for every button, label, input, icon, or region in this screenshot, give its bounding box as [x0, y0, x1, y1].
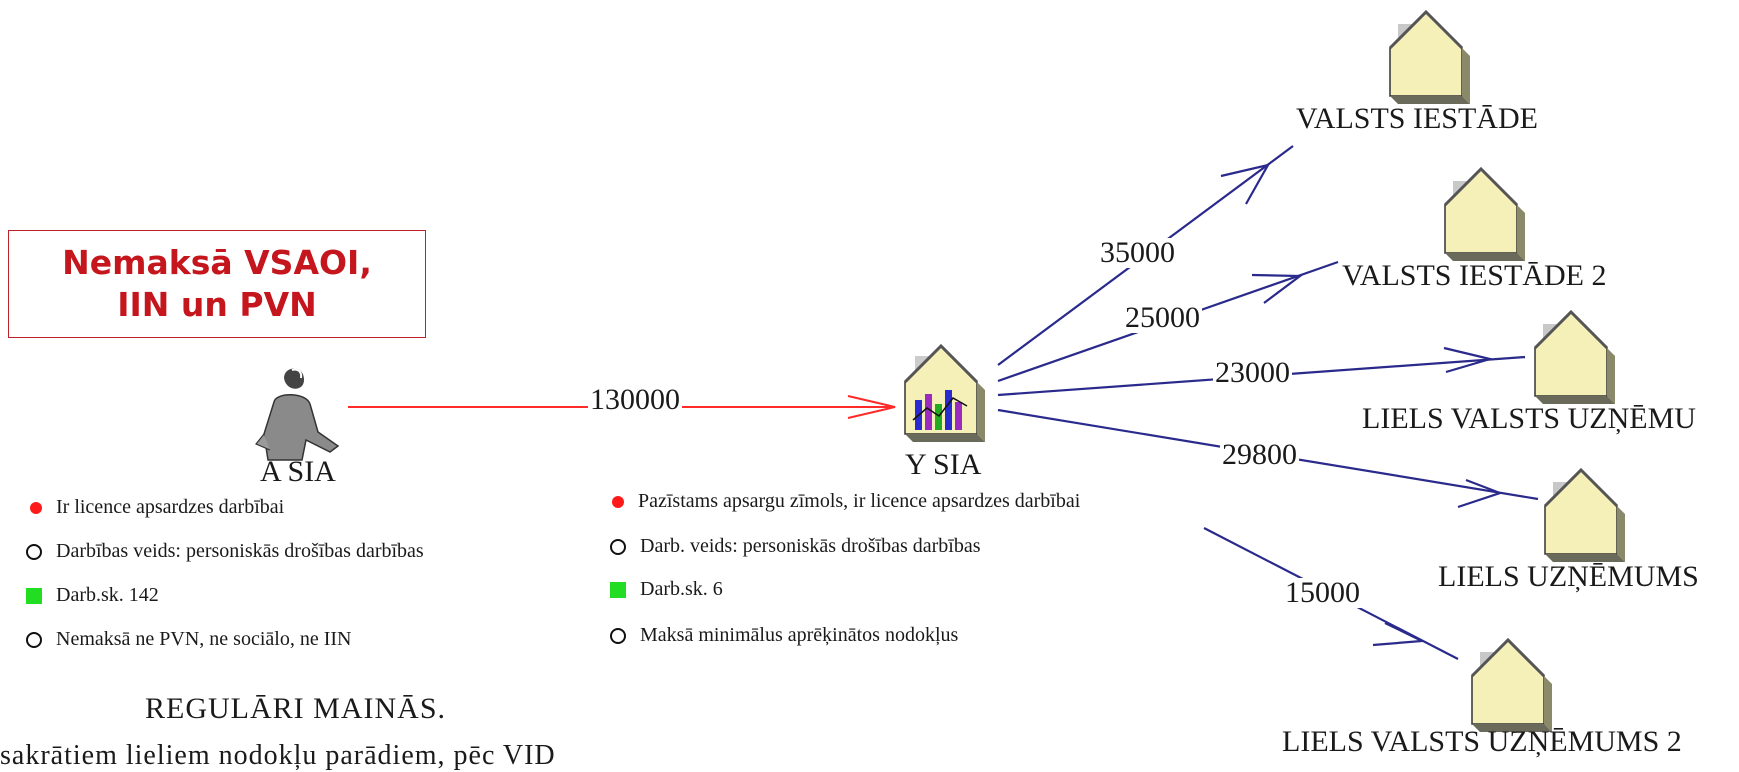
flow-amount-valsts-iestade-2: 25000 [1123, 301, 1202, 334]
y-sia-attribute: Darb. veids: personiskās drošības darbīb… [610, 535, 981, 558]
node-label-a-sia: A SIA [260, 455, 336, 488]
node-label-liels-uznemums: LIELS UZŅĒMUMS [1438, 560, 1699, 593]
attribute-text: Nemaksā ne PVN, ne sociālo, ne IIN [56, 628, 352, 650]
attribute-text: Darbības veids: personiskās drošības dar… [56, 540, 424, 562]
attribute-text: Darb.sk. 142 [56, 584, 159, 606]
person-icon [255, 368, 340, 461]
circle-icon [610, 538, 626, 555]
flow-amount-valsts-iestade: 35000 [1098, 236, 1177, 269]
attribute-text: Pazīstams apsargu zīmols, ir licence aps… [638, 490, 1081, 512]
footer-subtitle: sakrātiem lieliem nodokļu parādiem, pēc … [0, 740, 556, 771]
y-sia-attribute: Darb.sk. 6 [610, 578, 723, 601]
circle-icon [610, 627, 626, 644]
house-icon-liels-valsts-uznemums-2 [1470, 638, 1554, 734]
green-square-icon [26, 587, 42, 604]
node-label-y-sia: Y SIA [905, 448, 982, 481]
red-dot-icon [30, 501, 42, 514]
circle-icon [26, 631, 42, 648]
attribute-text: Darb.sk. 6 [640, 578, 723, 600]
callout-line-1: Nemaksā VSAOI, [62, 243, 372, 282]
company-building-icon [903, 343, 985, 442]
node-label-liels-valsts-uznemums: LIELS VALSTS UZŅĒMU [1362, 402, 1696, 435]
house-icon-valsts-iestade-2 [1443, 167, 1527, 263]
y-sia-attribute: Maksā minimālus aprēķinātos nodokļus [610, 624, 958, 647]
flow-amount-liels-valsts-uznemums: 23000 [1213, 356, 1292, 389]
red-dot-icon [612, 495, 624, 508]
house-icon-valsts-iestade [1388, 10, 1472, 106]
a-sia-attribute: Ir licence apsardzes darbībai [30, 496, 284, 519]
a-sia-attribute: Nemaksā ne PVN, ne sociālo, ne IIN [26, 628, 351, 651]
node-label-liels-valsts-uznemums-2: LIELS VALSTS UZŅĒMUMS 2 [1282, 725, 1682, 758]
circle-icon [26, 543, 42, 560]
attribute-text: Darb. veids: personiskās drošības darbīb… [640, 535, 981, 557]
flow-amount-a-to-y: 130000 [588, 383, 682, 416]
node-label-valsts-iestade: VALSTS IESTĀDE [1296, 102, 1538, 135]
node-label-valsts-iestade-2: VALSTS IESTĀDE 2 [1342, 259, 1607, 292]
footer-title: REGULĀRI MAINĀS. [145, 692, 446, 725]
flow-amount-liels-valsts-uznemums-2: 15000 [1283, 576, 1362, 609]
green-square-icon [610, 581, 626, 598]
callout-line-2: IIN un PVN [117, 285, 317, 324]
attribute-text: Maksā minimālus aprēķinātos nodokļus [640, 624, 959, 646]
warning-callout: Nemaksā VSAOI, IIN un PVN [8, 230, 426, 338]
house-icon-liels-uznemums [1543, 468, 1627, 564]
house-icon-liels-valsts-uznemums [1533, 310, 1617, 406]
a-sia-attribute: Darb.sk. 142 [26, 584, 159, 607]
a-sia-attribute: Darbības veids: personiskās drošības dar… [26, 540, 424, 563]
y-sia-attribute: Pazīstams apsargu zīmols, ir licence aps… [612, 490, 1080, 513]
flow-amount-liels-uznemums: 29800 [1220, 438, 1299, 471]
attribute-text: Ir licence apsardzes darbībai [56, 496, 285, 518]
